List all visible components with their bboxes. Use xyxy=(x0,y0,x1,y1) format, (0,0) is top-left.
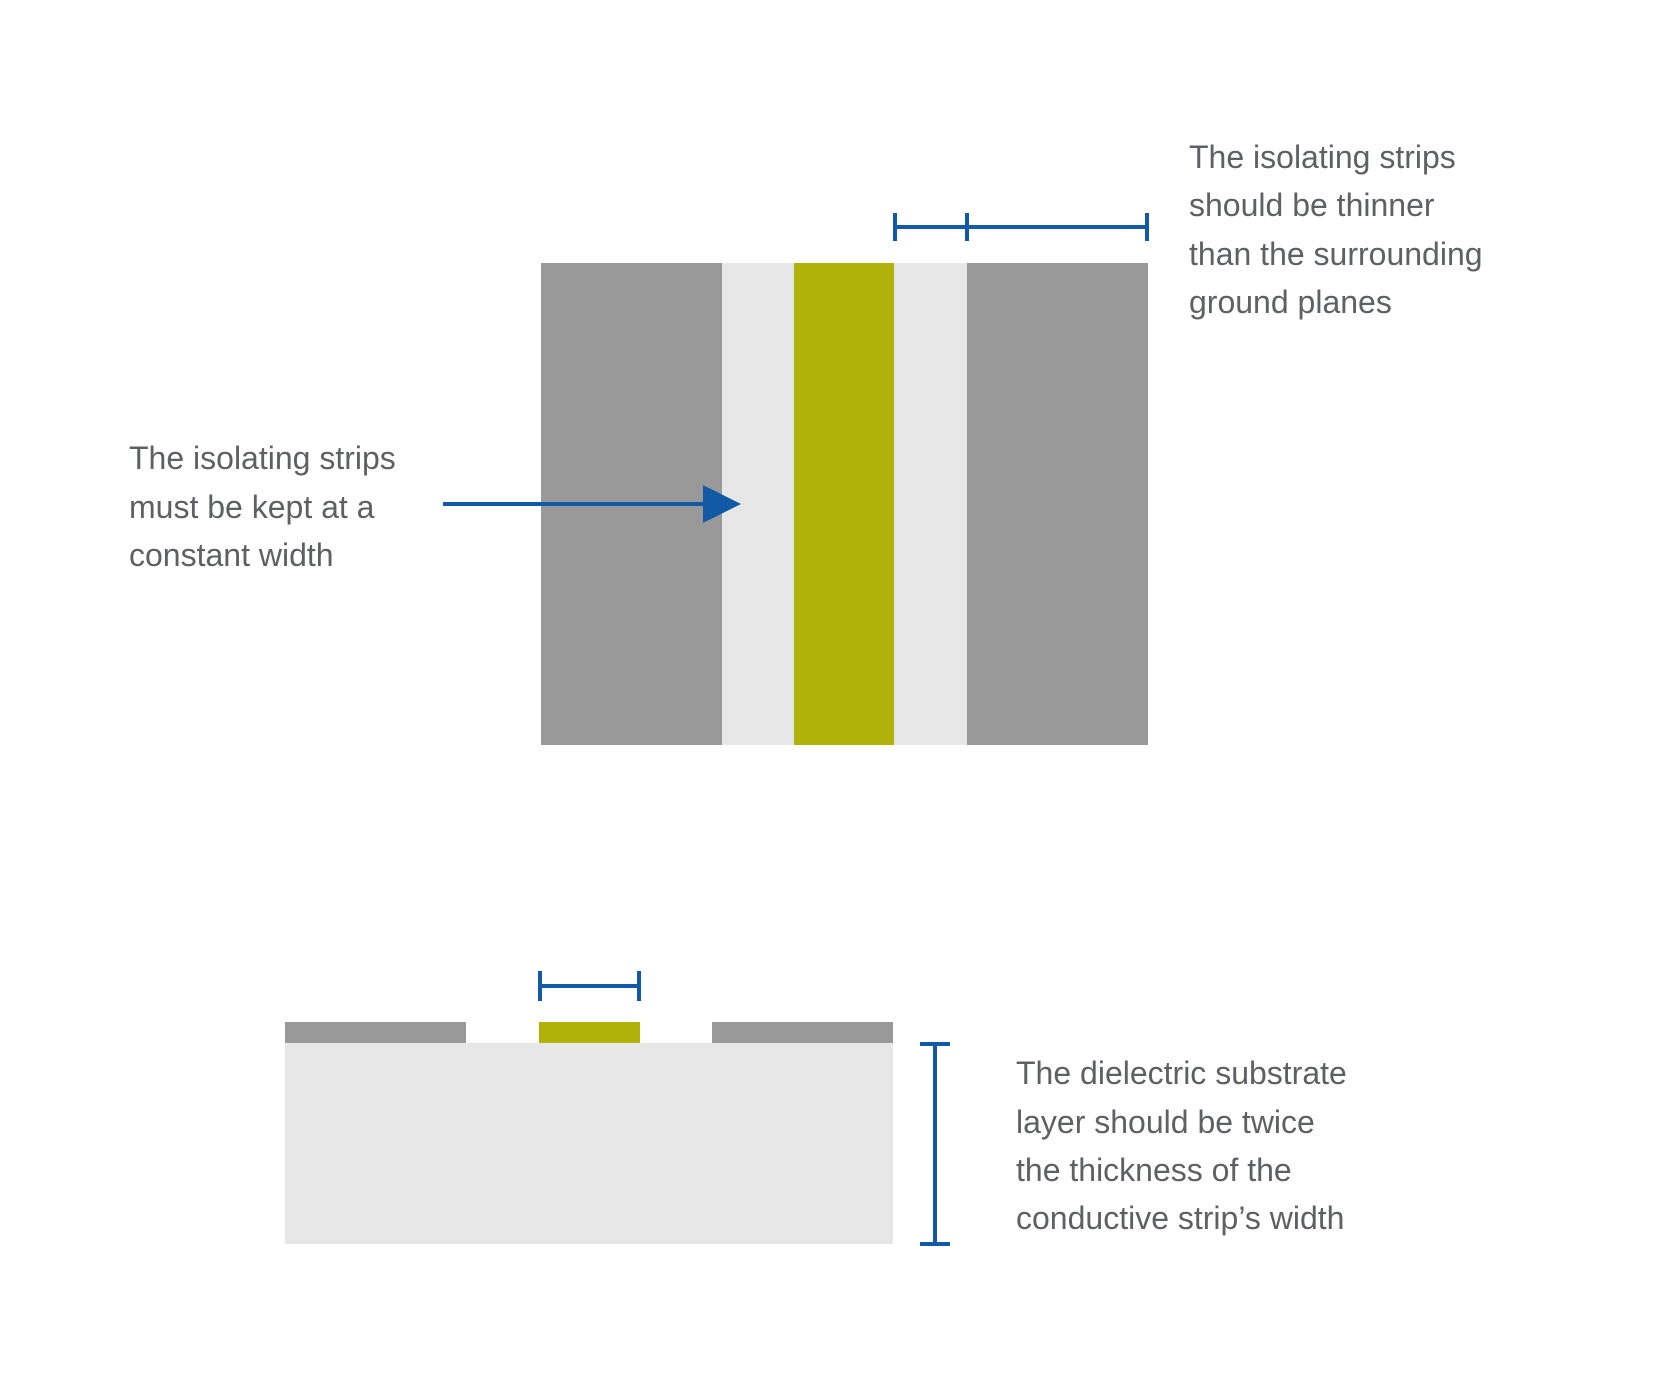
annotation-line: constant width xyxy=(129,537,334,573)
conductive-strip xyxy=(794,263,894,745)
ground-strip-left xyxy=(285,1022,466,1043)
annotation-line: The isolating strips xyxy=(129,440,396,476)
ground-strip-right xyxy=(712,1022,893,1043)
cross-section-view xyxy=(285,1022,893,1244)
annotation-line: layer should be twice xyxy=(1016,1104,1315,1140)
substrate-thickness-bracket xyxy=(920,1042,950,1246)
annotation-line: must be kept at a xyxy=(129,489,375,525)
annotation-line: conductive strip’s width xyxy=(1016,1200,1344,1236)
annotation-line: than the surrounding xyxy=(1189,236,1483,272)
ground-plane-right xyxy=(967,263,1148,745)
width-dimension-bracket xyxy=(893,213,1149,241)
annotation-line: the thickness of the xyxy=(1016,1152,1292,1188)
isolating-strip-right xyxy=(894,263,967,745)
annotation-top-right: The isolating strips should be thinner t… xyxy=(1189,139,1483,320)
dielectric-substrate xyxy=(285,1043,893,1244)
arrow-icon xyxy=(443,485,741,523)
conductive-strip-section xyxy=(539,1022,640,1043)
top-view xyxy=(541,263,1148,745)
strip-width-bracket xyxy=(538,971,641,1001)
annotation-left: The isolating strips must be kept at a c… xyxy=(129,440,396,573)
annotation-line: should be thinner xyxy=(1189,187,1435,223)
annotation-bottom: The dielectric substrate layer should be… xyxy=(1016,1055,1347,1236)
annotation-line: ground planes xyxy=(1189,284,1392,320)
annotation-line: The isolating strips xyxy=(1189,139,1456,175)
annotation-line: The dielectric substrate xyxy=(1016,1055,1347,1091)
